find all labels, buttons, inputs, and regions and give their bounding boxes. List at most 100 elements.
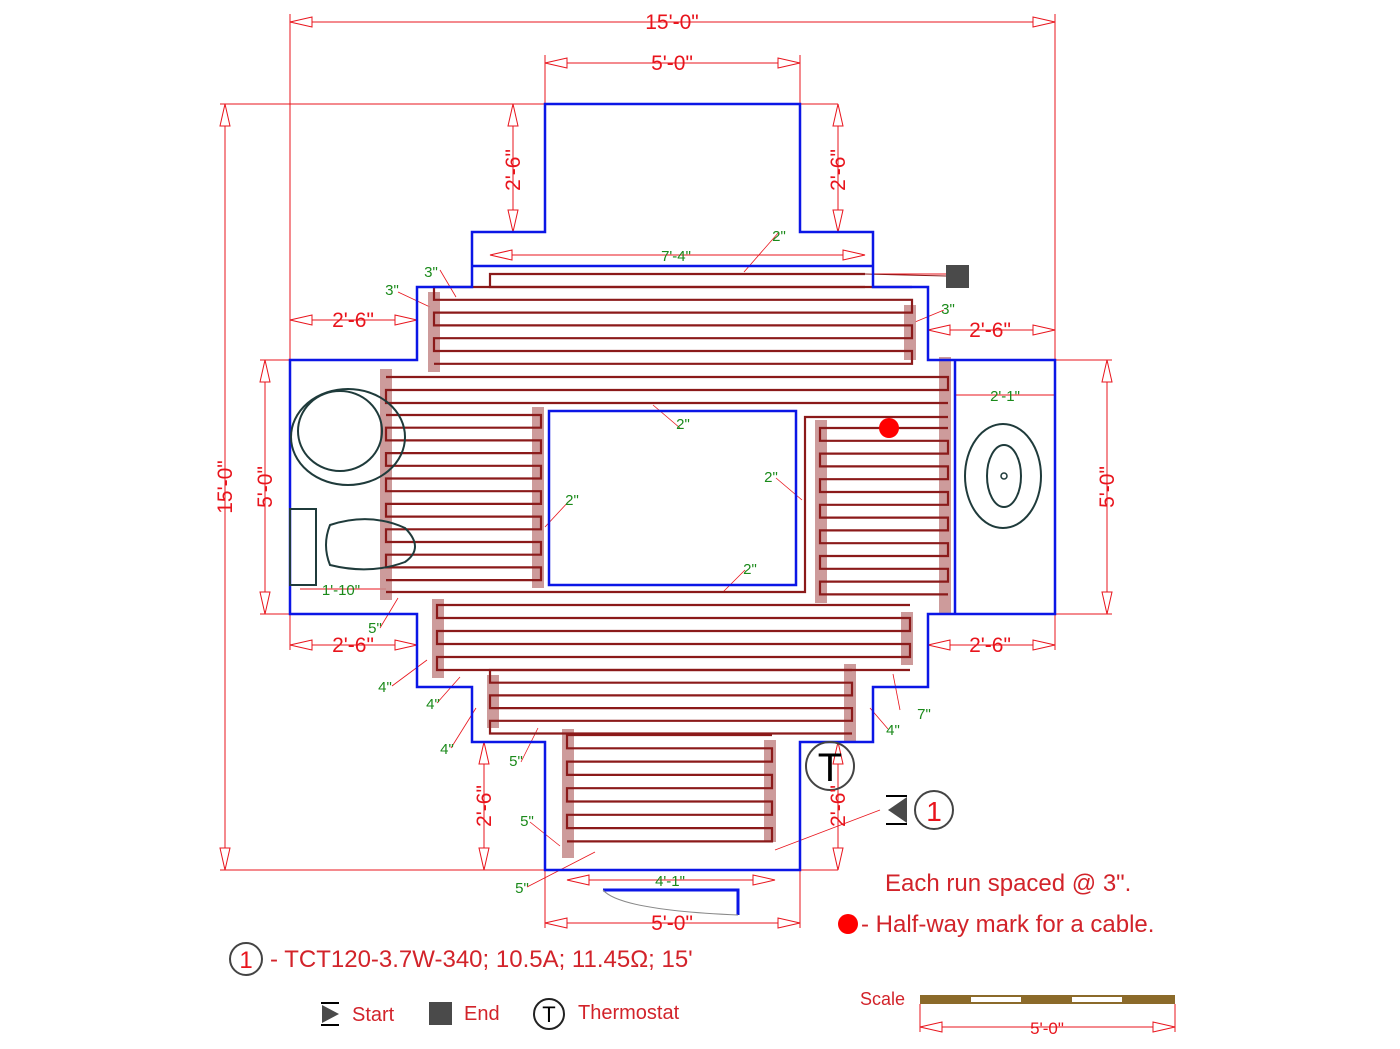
- arrowhead-icon: [832, 103, 844, 127]
- arrowhead-icon: [927, 639, 951, 651]
- thermostat-icon: [805, 741, 855, 791]
- cable-turn-shading: [487, 675, 499, 728]
- arrowhead-icon: [1032, 324, 1056, 336]
- cable-turn-shading: [939, 357, 951, 613]
- cable-turn-shading: [844, 664, 856, 741]
- leader-line: [397, 291, 431, 308]
- cable-run: [565, 733, 774, 843]
- dim-bottom-width: 5'-0": [651, 912, 693, 935]
- dim-gap: 3": [424, 264, 438, 281]
- dim-gap: 5": [368, 620, 382, 637]
- arrowhead-icon: [507, 209, 519, 233]
- spacing-note: Each run spaced @ 3".: [885, 870, 1131, 897]
- leader-line: [774, 809, 881, 851]
- dim-gap: 4": [378, 679, 392, 696]
- dim-gap: 5": [515, 880, 529, 897]
- heating-cable: [380, 272, 951, 858]
- arrowhead-icon: [544, 57, 568, 69]
- scale-label: Scale: [860, 989, 905, 1009]
- dim-left-lower-offset: 2'-6": [332, 634, 374, 657]
- leader-line: [391, 659, 428, 687]
- thermostat-symbol: T: [818, 746, 842, 790]
- scale-length: 5'-0": [1030, 1019, 1064, 1038]
- dim-top-right-depth: 2'-6": [827, 149, 850, 191]
- arrowhead-icon: [394, 314, 418, 326]
- dim-left-height: 5'-0": [254, 466, 277, 508]
- arrowhead-icon: [1152, 1021, 1176, 1033]
- leader-line: [652, 404, 681, 429]
- cable-end-marker-icon: [946, 265, 969, 288]
- halfway-mark-icon: [879, 418, 899, 438]
- dim-gap: 7": [917, 706, 931, 723]
- cable-id-circle: [914, 790, 954, 830]
- dim-gap: 4": [440, 741, 454, 758]
- arrowhead-icon: [259, 359, 271, 383]
- arrowhead-icon: [927, 324, 951, 336]
- leader-line: [436, 676, 461, 704]
- dim-right-lower-offset: 2'-6": [969, 634, 1011, 657]
- cable-run: [386, 415, 948, 594]
- cable-run: [432, 285, 914, 365]
- sink-drain-icon: [1000, 472, 1008, 480]
- arrowhead-icon: [289, 16, 313, 28]
- dim-left-upper-offset: 2'-6": [332, 309, 374, 332]
- dim-right-upper-offset: 2'-6": [969, 319, 1011, 342]
- dim-fixture-clearance: 1'-10": [322, 582, 360, 599]
- cable-run: [818, 426, 950, 596]
- leader-line: [439, 269, 457, 298]
- dim-gap: 2": [676, 416, 690, 433]
- arrowhead-icon: [832, 209, 844, 233]
- arrowhead-icon: [289, 639, 313, 651]
- sink-basin: [986, 444, 1022, 508]
- halfway-legend-icon: [838, 914, 858, 934]
- room-outline: [288, 102, 1057, 872]
- dim-gap: 5": [520, 813, 534, 830]
- dim-top-run-length: 7'-4": [661, 248, 691, 265]
- end-legend-icon: [429, 1002, 452, 1025]
- bathtub-inner: [297, 390, 383, 472]
- legend-thermostat: Thermostat: [578, 1002, 680, 1024]
- start-legend-icon: [321, 1002, 339, 1026]
- dim-gap: 2": [565, 492, 579, 509]
- toilet-tank: [289, 508, 317, 586]
- arrowhead-icon: [219, 847, 231, 871]
- arrowhead-icon: [832, 847, 844, 871]
- arrowhead-icon: [842, 249, 866, 261]
- dim-gap: 2": [764, 469, 778, 486]
- arrowhead-icon: [289, 314, 313, 326]
- halfway-note: - Half-way mark for a cable.: [861, 911, 1154, 938]
- dim-top-width: 5'-0": [651, 52, 693, 75]
- arrowhead-icon: [507, 103, 519, 127]
- arrowhead-icon: [544, 917, 568, 929]
- door: [603, 888, 740, 915]
- dim-vanity-width: 2'-1": [990, 388, 1020, 405]
- dim-bottom-run-length: 4'-1": [655, 873, 685, 890]
- arrowhead-icon: [478, 847, 490, 871]
- arrowhead-icon: [1032, 16, 1056, 28]
- dim-bottom-right-depth: 2'-6": [827, 785, 850, 827]
- arrowhead-icon: [478, 741, 490, 765]
- cable-turn-shading: [764, 740, 776, 842]
- dim-overall-width: 15'-0": [645, 11, 699, 34]
- cable-start-marker-icon: [886, 795, 907, 825]
- cable-run: [488, 668, 854, 735]
- thermostat-legend-symbol: T: [542, 1002, 555, 1027]
- dim-gap: 3": [941, 301, 955, 318]
- arrowhead-icon: [259, 591, 271, 615]
- cable-spec-id-circle: [229, 942, 263, 976]
- leader-line: [775, 477, 803, 501]
- arrowhead-icon: [777, 57, 801, 69]
- dim-gap: 4": [886, 722, 900, 739]
- cable-id-label: 1: [926, 796, 942, 827]
- toilet-bowl: [325, 518, 416, 571]
- cable-lead: [864, 273, 947, 277]
- cable-run: [488, 272, 865, 289]
- leader-line: [722, 569, 746, 593]
- leader-line: [914, 309, 945, 323]
- cable-turn-shading: [904, 305, 916, 360]
- cable-turn-shading: [532, 407, 544, 588]
- cable-run: [384, 413, 543, 582]
- dim-overall-height: 15'-0": [214, 460, 237, 514]
